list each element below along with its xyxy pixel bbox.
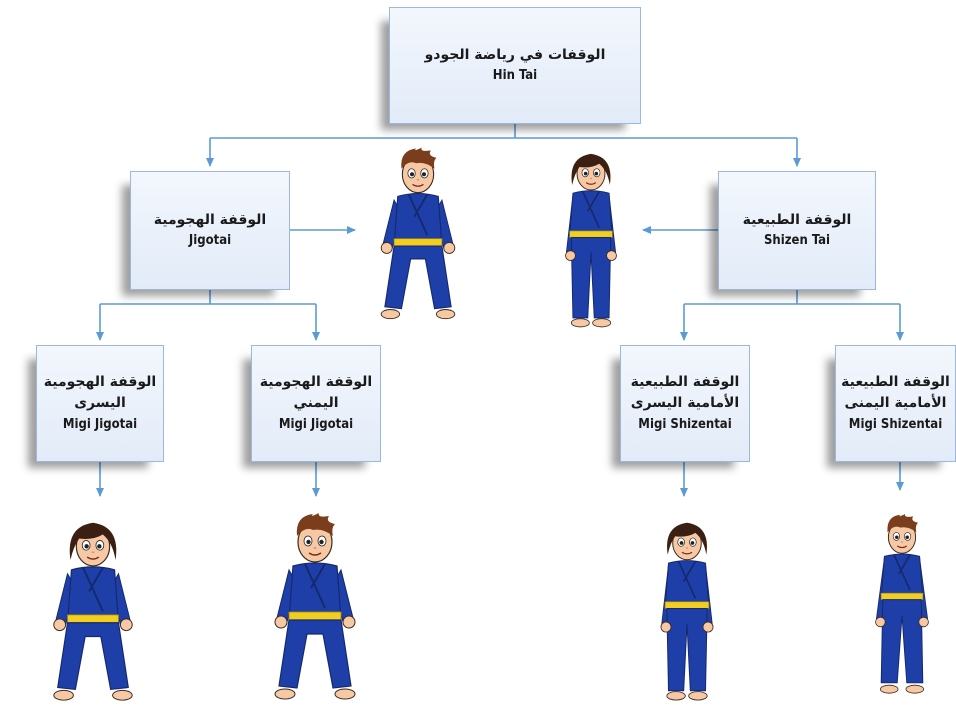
judoka-boy-crouching-icon	[372, 142, 464, 328]
natural-right-title-en: Migi Shizentai	[848, 417, 943, 433]
offensive-right-node: الوقفة الهجومية اليمني Migi Jigotai	[251, 345, 381, 462]
root-node: الوقفات في رياضة الجودو Hin Tai	[389, 7, 641, 124]
offensive-title-ar: الوقفة الهجومية	[153, 211, 267, 228]
natural-title-en: Shizen Tai	[763, 233, 831, 249]
natural-right-node: الوقفة الطبيعية الأمامية اليمنى Migi Shi…	[835, 345, 956, 462]
judoka-girl-standing-icon	[550, 142, 632, 338]
judoka-girl-crouching-icon	[44, 506, 142, 716]
root-title-en: Hin Tai	[492, 68, 538, 84]
offensive-title-en: Jigotai	[188, 233, 232, 249]
offensive-right-line2: اليمني	[293, 395, 339, 412]
natural-right-line1: الوقفة الطبيعية	[841, 373, 950, 390]
offensive-right-line1: الوقفة الهجومية	[259, 373, 373, 390]
natural-left-line1: الوقفة الطبيعية	[630, 373, 740, 390]
offensive-left-line2: اليسرى	[74, 395, 126, 412]
offensive-stance-node: الوقفة الهجومية Jigotai	[130, 171, 290, 290]
judoka-girl-standing-icon	[645, 507, 729, 715]
offensive-right-title-en: Migi Jigotai	[278, 417, 354, 433]
judoka-boy-standing-icon	[862, 492, 942, 720]
natural-left-title-en: Migi Shizentai	[638, 417, 732, 433]
offensive-left-title-en: Migi Jigotai	[62, 417, 138, 433]
judoka-boy-crouching-icon	[265, 498, 365, 718]
offensive-left-line1: الوقفة الهجومية	[43, 373, 157, 390]
natural-left-node: الوقفة الطبيعية الأمامية اليسرى Migi Shi…	[620, 345, 750, 462]
natural-title-ar: الوقفة الطبيعية	[742, 211, 852, 228]
natural-left-line2: الأمامية اليسرى	[630, 395, 740, 412]
natural-right-line2: الأمامية اليمنى	[844, 395, 947, 412]
root-title-ar: الوقفات في رياضة الجودو	[424, 46, 606, 63]
offensive-left-node: الوقفة الهجومية اليسرى Migi Jigotai	[36, 345, 164, 462]
natural-stance-node: الوقفة الطبيعية Shizen Tai	[718, 171, 876, 290]
